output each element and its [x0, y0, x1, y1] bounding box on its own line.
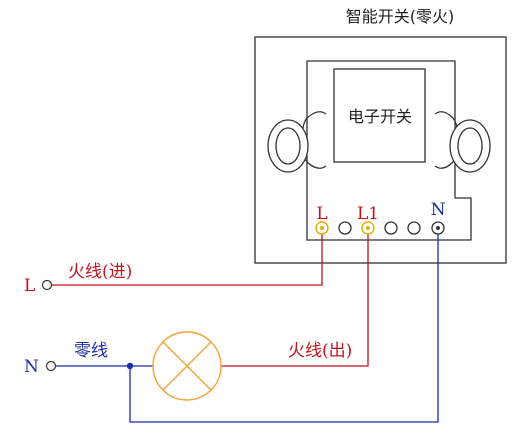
supply-label-l: L: [24, 276, 35, 296]
switch-title: 智能开关(零火): [346, 7, 455, 26]
terminal-l-dot: [320, 226, 324, 230]
terminal-block: [315, 221, 445, 235]
terminal-l1-dot: [366, 226, 370, 230]
live-in-label: 火线(进): [68, 262, 132, 282]
terminal-label-l1: L1: [357, 204, 379, 224]
switch-faceplate: [306, 60, 472, 241]
terminal-label-l: L: [316, 204, 327, 224]
live-out-wire: [221, 233, 369, 367]
terminal-label-n: N: [431, 200, 446, 220]
live-out-label: 火线(出): [288, 341, 352, 361]
terminal-n-dot: [436, 226, 440, 230]
terminal-blank-1: [338, 221, 352, 235]
neutral-label: 零线: [74, 341, 108, 361]
module-label: 电子开关: [348, 107, 412, 126]
left-mounting-ear: [267, 111, 327, 173]
supply-terminal-n: [45, 360, 57, 372]
neutral-wire-to-switch: [129, 233, 439, 423]
supply-label-n: N: [24, 357, 39, 377]
right-mounting-ear: [434, 111, 491, 173]
lamp-icon: [152, 331, 222, 401]
terminal-blank-2: [384, 221, 398, 235]
supply-terminal-l: [41, 279, 53, 291]
terminal-blank-3: [407, 221, 421, 235]
live-in-wire: [51, 233, 323, 286]
neutral-junction-dot: [126, 362, 134, 370]
electronic-switch-module: [333, 68, 426, 163]
